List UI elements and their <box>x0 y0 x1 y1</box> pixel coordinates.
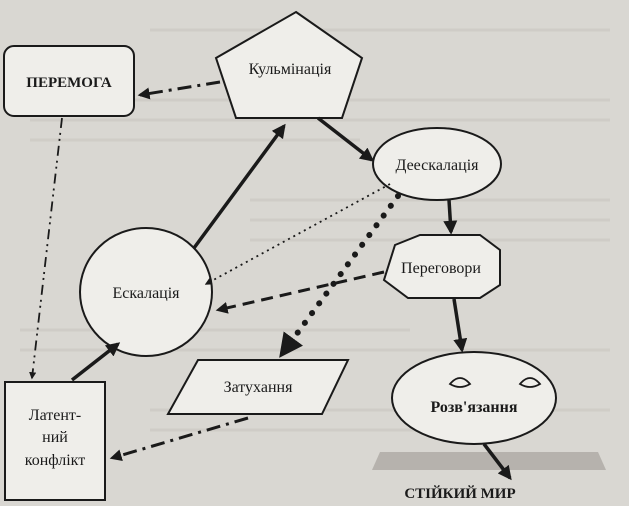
arrow-fading-to-latent <box>109 416 249 462</box>
arrow-resolution-to-stable-peace <box>482 442 512 481</box>
smiley-right-eye-icon <box>518 377 542 388</box>
stable-peace-label: СТІЙКИЙ МИР <box>404 485 515 502</box>
arrow-culmination-to-deescalation <box>316 116 375 162</box>
arrow-deescalation-to-fading <box>279 193 401 358</box>
culmination-label: Кульмінація <box>249 61 332 78</box>
node-victory: ПЕРЕМОГА <box>3 45 135 117</box>
latent-label-line2: ний <box>42 429 68 446</box>
node-culmination: Кульмінація <box>214 10 364 119</box>
arrow-culmination-to-victory <box>137 80 221 100</box>
node-fading: Затухання <box>166 359 350 415</box>
arrow-negotiations-to-escalation <box>215 270 385 314</box>
arrow-latent-to-escalation <box>70 342 121 382</box>
latent-label-line1: Латент- <box>29 407 82 424</box>
victory-label: ПЕРЕМОГА <box>26 75 112 91</box>
negotiations-label: Переговори <box>401 260 481 277</box>
latent-label-line3: конфлікт <box>25 452 85 469</box>
arrow-victory-to-latent <box>29 117 63 380</box>
fading-label: Затухання <box>224 379 294 396</box>
node-deescalation: Деескалація <box>372 127 502 201</box>
escalation-label: Ескалація <box>112 285 180 302</box>
arrow-negotiations-to-resolution <box>452 298 468 353</box>
node-escalation: Ескалація <box>79 227 213 357</box>
smiley-left-eye-icon <box>448 377 472 388</box>
resolution-label: Розв'язання <box>430 399 517 416</box>
arrow-escalation-to-culmination <box>192 123 286 250</box>
node-stable-peace: СТІЙКИЙ МИР <box>372 452 606 502</box>
node-latent-conflict: Латент- ний конфлікт <box>4 381 106 501</box>
arrow-deescalation-to-escalation <box>204 183 391 285</box>
stable-peace-shadow <box>372 452 606 470</box>
node-resolution: Розв'язання <box>391 351 557 445</box>
arrow-deescalation-to-negotiations <box>443 199 458 235</box>
deescalation-label: Деескалація <box>395 157 479 174</box>
node-negotiations: Переговори <box>382 234 501 299</box>
